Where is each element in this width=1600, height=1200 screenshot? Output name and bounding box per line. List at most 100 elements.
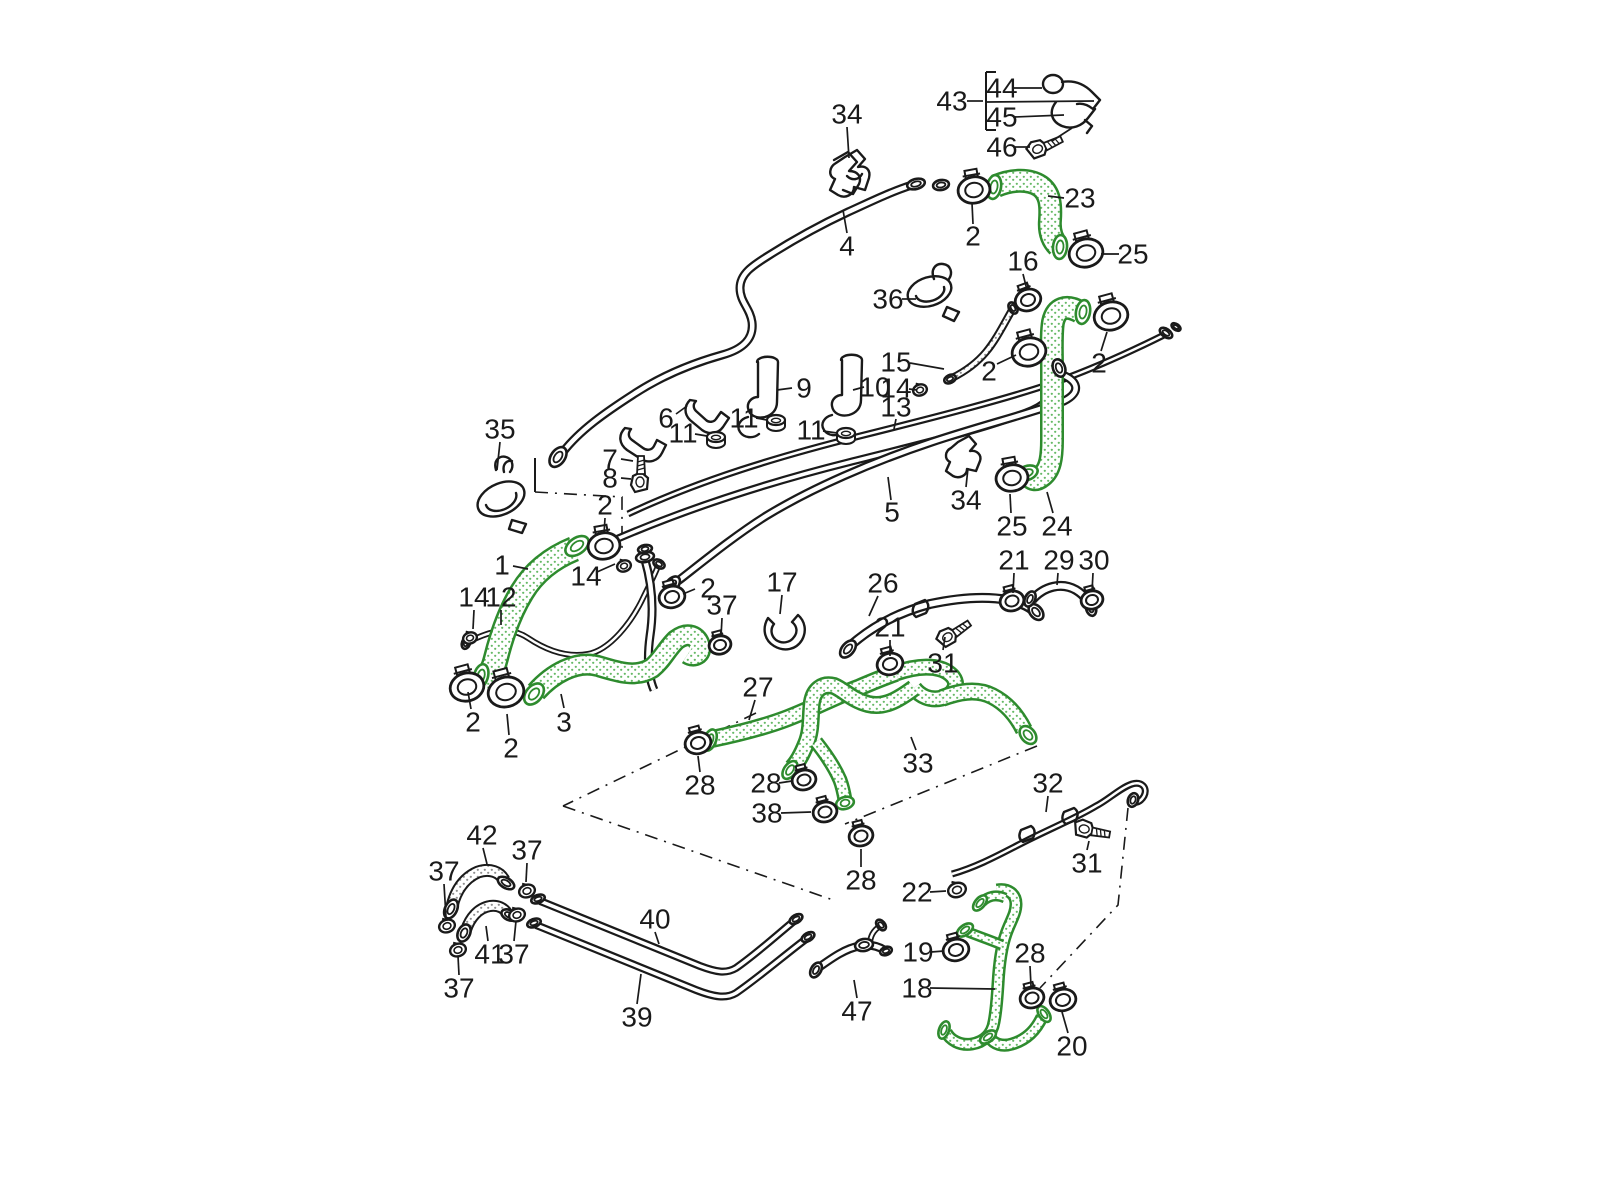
bracket-34-mid [944, 434, 982, 479]
wire-clip-36 [906, 262, 961, 323]
hose-clamp [998, 583, 1026, 613]
part-number-label: 5 [884, 497, 900, 528]
hose-end-inner [1039, 1008, 1049, 1020]
pipe-13-body [627, 333, 1165, 516]
hose-end [634, 550, 656, 564]
hose-end-inner [446, 902, 456, 916]
part-number-label: 26 [867, 568, 898, 599]
hose-end [808, 961, 824, 979]
grommet [705, 430, 727, 449]
clamp-band-inner [689, 736, 707, 750]
hose-end-inner [785, 764, 795, 776]
dash-line [844, 745, 1038, 825]
hose-33-branch-body [812, 738, 850, 801]
clamp-band-inner [1018, 343, 1040, 361]
hose-end [636, 543, 654, 555]
part-number-label: 3 [556, 707, 572, 738]
hose-end-inner [533, 895, 543, 903]
clamp-bracket-34-top2 [832, 150, 862, 196]
leader-line [485, 925, 489, 942]
hose-end-inner [459, 927, 469, 939]
leader-line [929, 987, 996, 990]
part-number-label: 28 [1014, 938, 1045, 969]
hose-clamp [448, 663, 486, 703]
clamp-ring [448, 941, 468, 958]
part-number-label: 22 [901, 877, 932, 908]
hose-end-inner [975, 897, 985, 909]
hose-end [978, 1029, 998, 1045]
hose-clamp [941, 931, 971, 963]
part-number-label: 14 [458, 582, 489, 613]
hose-end-inner [842, 643, 854, 655]
ring-inner [619, 562, 629, 570]
leader-line [1061, 1011, 1069, 1034]
hose-end-inner [839, 798, 851, 808]
bolt [935, 619, 973, 649]
part-number-label: 2 [597, 490, 613, 521]
part-number-label: 2 [965, 221, 981, 252]
bolt-thread [1046, 141, 1053, 148]
ring-tab [951, 880, 958, 885]
part-number-label: 21 [998, 545, 1029, 576]
clamp-screw-slot [453, 668, 473, 675]
leader-line [868, 595, 879, 617]
hose-1-body [479, 539, 579, 687]
part-number-label: 6 [658, 403, 674, 434]
hose-end [1158, 326, 1174, 340]
leader-line [620, 458, 634, 462]
clamp-ring [461, 630, 479, 645]
hose-end [1074, 298, 1092, 326]
hose-end-inner [500, 878, 512, 888]
hose-clamp [1092, 292, 1130, 332]
hose-clamp [707, 629, 733, 656]
hose-33-branch [810, 737, 853, 802]
hose-end [838, 639, 858, 659]
ring-tab [915, 382, 921, 386]
part-number-label: 38 [751, 798, 782, 829]
hose-clamp [875, 645, 905, 677]
pipe-clip-26 [911, 598, 930, 619]
clamp-band-inner [796, 773, 812, 787]
leader-line [512, 565, 529, 570]
clamp-band-inner [1054, 993, 1072, 1007]
leader-line [942, 636, 946, 651]
part-number-label: 2 [981, 356, 997, 387]
clamp-screw-slot [851, 822, 865, 828]
part-number-label: 31 [1071, 848, 1102, 879]
hose-end-inner [552, 450, 564, 464]
hose-47 [815, 940, 887, 972]
clamp-band-inner [663, 590, 681, 604]
hose-end-inner [1054, 362, 1064, 374]
hose-end-inner [640, 545, 650, 553]
grommet [835, 426, 857, 445]
pipe-13 [626, 331, 1166, 518]
bolt [1074, 818, 1112, 839]
clamp-band-inner [947, 943, 965, 957]
hose-end [937, 1020, 951, 1040]
part-number-label: 25 [996, 511, 1027, 542]
clamp-screw-slot [815, 798, 829, 804]
hose-end [971, 894, 989, 912]
part-number-label: 28 [845, 865, 876, 896]
clamp-ring [615, 558, 633, 573]
hose-18 [940, 883, 1023, 1051]
leader-line [654, 931, 660, 945]
hose-end [1007, 301, 1019, 315]
leader-line [822, 430, 838, 434]
clamp-ring [507, 906, 527, 923]
leader-line [1022, 273, 1028, 291]
leader-line [603, 517, 606, 535]
hose-end [943, 373, 957, 385]
leader-line [697, 755, 701, 773]
pipe-5-return [675, 369, 1080, 585]
ring-tab [511, 906, 518, 910]
dash-line [1039, 807, 1129, 989]
part-number-label: 13 [880, 392, 911, 423]
hose-end [1018, 724, 1038, 746]
clip-17 [763, 613, 806, 651]
hose-end [1051, 357, 1067, 379]
hose-24-body [1019, 298, 1085, 489]
pipe-clip-32a [1018, 824, 1036, 844]
hose-clamp [1013, 281, 1043, 313]
